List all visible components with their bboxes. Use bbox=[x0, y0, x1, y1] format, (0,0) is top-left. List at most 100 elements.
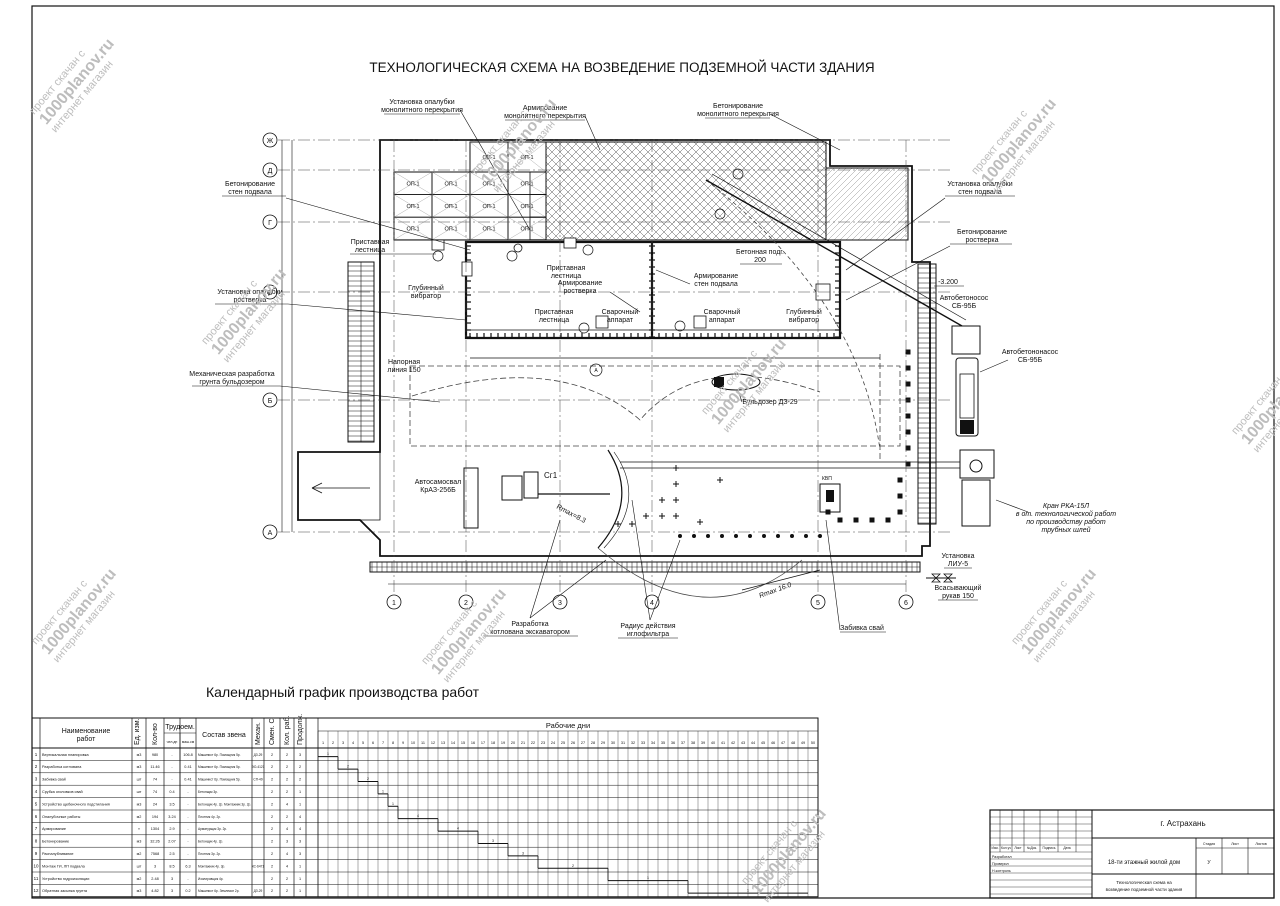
pile-square bbox=[905, 365, 911, 371]
day-number: 1 bbox=[322, 741, 324, 745]
row-shifts: 2 bbox=[271, 765, 273, 769]
callout-rebar_walls: Армирование bbox=[694, 273, 738, 280]
callout-wellpoint: иглофильтра bbox=[627, 631, 669, 638]
callout-rebar_slab: Армирование bbox=[523, 105, 567, 112]
row-qty: 74 bbox=[153, 778, 157, 782]
crane-mark: Сг1 bbox=[544, 471, 558, 480]
callout-installation: Установка bbox=[941, 553, 974, 560]
row-axis-label: В bbox=[268, 290, 273, 297]
pile-square bbox=[905, 461, 911, 467]
row-work-name: Бетонирование bbox=[42, 840, 69, 844]
row-shifts: 2 bbox=[271, 889, 273, 893]
row-axis-bubble bbox=[262, 284, 278, 300]
gantt-bar-label: 3 bbox=[522, 851, 524, 855]
row-mach: - bbox=[187, 840, 189, 844]
row-duration: 4 bbox=[299, 827, 301, 831]
concrete-pump-symbol bbox=[951, 325, 981, 355]
gantt-bar-label: 1 bbox=[392, 802, 394, 806]
col-header-name: работ bbox=[77, 735, 97, 743]
zone-label: А bbox=[594, 368, 598, 374]
callout-ladder_3: лестница bbox=[539, 317, 569, 324]
row-workers: 2 bbox=[286, 765, 288, 769]
callout-concrete_pump_2: Автобетоносос bbox=[940, 294, 989, 302]
row-axis-bubble bbox=[262, 214, 278, 230]
row-shifts: 2 bbox=[271, 852, 273, 856]
callout-dumptruck: КрАЗ-256Б bbox=[420, 487, 456, 494]
row-axis-label: Г bbox=[268, 220, 272, 227]
col-axis-bubble bbox=[810, 594, 826, 610]
col-header-labor-sub: чел.дн bbox=[167, 740, 178, 744]
row-shifts: 2 bbox=[271, 778, 273, 782]
pile-square bbox=[905, 381, 911, 387]
pile-dot bbox=[762, 534, 766, 538]
row-axis-bubble bbox=[262, 132, 278, 148]
stamp-header-cell: Кол.уч bbox=[1001, 846, 1011, 850]
gantt-bar-label: 4 bbox=[417, 814, 419, 818]
day-number: 22 bbox=[531, 741, 535, 745]
row-work-name: Срубка оголовков свай bbox=[42, 790, 83, 794]
formwork-panel-label: ОП-1 bbox=[520, 155, 533, 161]
pile-square bbox=[837, 517, 843, 523]
callout-vibrator_1: вибратор bbox=[411, 292, 441, 300]
day-number: 5 bbox=[362, 741, 364, 745]
callout-pressure_line: Напорная bbox=[388, 359, 420, 366]
row-mach: 0.41 bbox=[184, 765, 191, 769]
pile-dot bbox=[748, 534, 752, 538]
row-mach: - bbox=[187, 877, 189, 881]
row-workers: 2 bbox=[286, 753, 288, 757]
day-number: 36 bbox=[671, 741, 675, 745]
day-number: 12 bbox=[431, 741, 435, 745]
row-workers: 3 bbox=[286, 840, 288, 844]
gantt-bar-label: 1 bbox=[382, 789, 384, 793]
row-number: 2 bbox=[35, 764, 38, 769]
row-workers: 2 bbox=[286, 790, 288, 794]
row-crew: Плотник 3р. 2р. bbox=[198, 852, 221, 856]
callout-concrete_slab: монолитного перекрытия bbox=[697, 111, 779, 118]
row-axis-bubble bbox=[262, 524, 278, 540]
day-number: 47 bbox=[781, 741, 785, 745]
day-number: 44 bbox=[751, 741, 755, 745]
row-workers: 2 bbox=[286, 889, 288, 893]
col-header-machines: Механ. bbox=[255, 722, 262, 745]
pile-square bbox=[885, 517, 891, 523]
day-number: 25 bbox=[561, 741, 565, 745]
row-number: 1 bbox=[35, 752, 38, 757]
row-number: 9 bbox=[35, 851, 38, 856]
pile-square bbox=[869, 517, 875, 523]
pile-square bbox=[905, 429, 911, 435]
row-number: 7 bbox=[35, 826, 38, 831]
day-number: 9 bbox=[402, 741, 404, 745]
row-duration: 4 bbox=[299, 815, 301, 819]
row-unit: м3 bbox=[137, 802, 142, 806]
callout-wellpoint: Радиус действия bbox=[620, 622, 675, 630]
row-crew: Бетонщик 4р. 2р. bbox=[198, 840, 223, 844]
day-number: 29 bbox=[601, 741, 605, 745]
row-work-name: Устройство щебеночного подстилания bbox=[42, 802, 110, 806]
day-number: 7 bbox=[382, 741, 384, 745]
callout-ladder_1: Приставная bbox=[351, 239, 390, 246]
day-number: 13 bbox=[441, 741, 445, 745]
callout-installation: ЛИУ-5 bbox=[948, 561, 968, 568]
schedule-title: Календарный график производства работ bbox=[206, 684, 480, 700]
day-number: 49 bbox=[801, 741, 805, 745]
dumptruck-symbol bbox=[463, 467, 479, 529]
callout-bulldozer_dev: Механическая разработка bbox=[189, 370, 274, 378]
callout-crane: Кран РКА-15Л bbox=[1043, 503, 1089, 510]
row-duration: 3 bbox=[299, 840, 301, 844]
stamp-role: Проверил bbox=[992, 862, 1009, 866]
callout-bulldozer_dev: грунта бульдозером bbox=[199, 378, 264, 386]
pile-driver-symbol bbox=[819, 483, 841, 513]
row-work-name: Опалубочные работы bbox=[42, 815, 81, 819]
row-crew: Бетонщик 3р. bbox=[198, 790, 218, 794]
day-number: 48 bbox=[791, 741, 795, 745]
row-number: 4 bbox=[35, 789, 38, 794]
day-number: 33 bbox=[641, 741, 645, 745]
row-qty: 32.26 bbox=[150, 840, 160, 844]
formwork-panel-label: ОП-1 bbox=[520, 227, 533, 233]
day-number: 20 bbox=[511, 741, 515, 745]
row-shifts: 2 bbox=[271, 877, 273, 881]
col-header-labor: Трудоем. bbox=[165, 724, 195, 731]
row-labor: - bbox=[171, 765, 173, 769]
callout-pressure_line: линия 150 bbox=[387, 367, 420, 374]
